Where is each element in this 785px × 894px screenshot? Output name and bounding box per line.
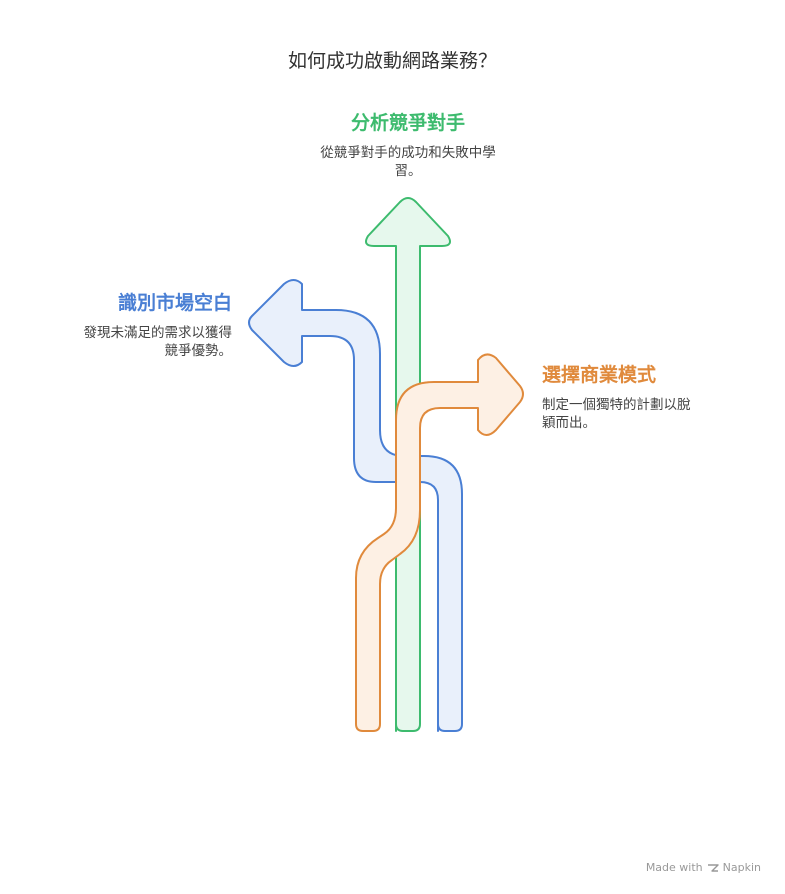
competitors-heading: 分析競爭對手 — [350, 112, 465, 134]
footer-attribution[interactable]: Made with Napkin — [646, 861, 761, 874]
business-model-arrow — [355, 353, 524, 732]
competitors-description: 從競爭對手的成功和失敗中學 習。 — [300, 144, 516, 180]
market-gap-description: 發現未滿足的需求以獲得 競爭優勢。 — [20, 324, 233, 360]
competitors-desc-line-1: 從競爭對手的成功和失敗中學 — [320, 145, 496, 161]
market-gap-desc-line-1: 發現未滿足的需求以獲得 — [83, 325, 233, 341]
napkin-logo-icon — [707, 863, 719, 872]
business-model-desc-line-2: 穎而出。 — [542, 415, 596, 431]
business-model-description: 制定一個獨特的計劃以脫 穎而出。 — [542, 396, 772, 432]
market-gap-arrow — [248, 279, 463, 732]
footer-brand: Napkin — [722, 861, 761, 874]
business-model-heading: 選擇商業模式 — [542, 364, 657, 386]
business-model-desc-line-1: 制定一個獨特的計劃以脫 — [542, 397, 691, 413]
competitors-desc-line-2: 習。 — [394, 163, 422, 179]
footer-text: Made with — [645, 861, 703, 874]
diagram-title: 如何成功啟動網路業務？ — [287, 50, 497, 72]
market-gap-desc-line-2: 競爭優勢。 — [164, 343, 233, 359]
market-gap-heading: 識別市場空白 — [117, 292, 232, 314]
